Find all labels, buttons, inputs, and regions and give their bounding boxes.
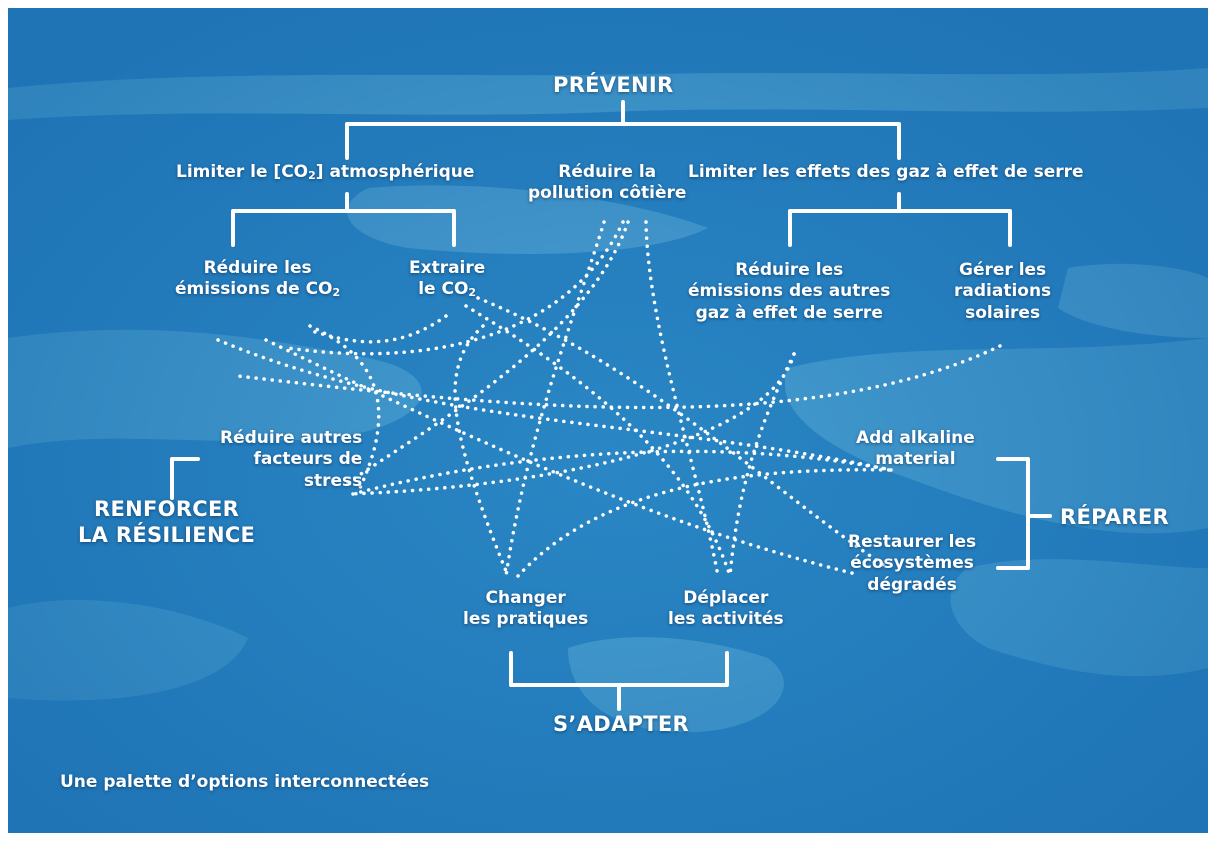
extraire-line: Extraire [409, 258, 486, 278]
gerer-radiations-line: solaires [965, 302, 1041, 323]
limiter-co2-subscript: 2 [308, 169, 316, 182]
reduire-stress-line: facteurs de [253, 449, 363, 470]
link-changer-to-alkaline [516, 468, 893, 578]
link-extraire-to-stress [306, 314, 448, 344]
link-extraire-to-restaurer [476, 296, 890, 570]
link-stress-to-alkaline [351, 449, 893, 496]
link-solaires-to-co2 [236, 344, 1002, 410]
link-extraire-to-changer [453, 324, 510, 578]
gerer-radiations-line: Gérer les [959, 260, 1047, 280]
sadapter-heading: S’ADAPTER [553, 712, 689, 736]
reduire-emissions-line: Réduire les [203, 258, 312, 278]
restaurer-line: écosystèmes [850, 553, 974, 574]
caption: Une palette d’options interconnectées [60, 772, 430, 792]
renforcer-bracket [170, 457, 200, 500]
reduire-autres-line: Réduire les [735, 260, 844, 280]
restaurer-line: Restaurer les [848, 532, 977, 552]
reduire-emissions-text: émissions de CO [175, 279, 333, 300]
limiter-gaz-label: Limiter les effets des gaz à effet de se… [688, 162, 1084, 182]
link-pollution-to-co2 [286, 220, 625, 356]
restaurer-line: dégradés [867, 574, 957, 595]
link-pollution-to-stress [341, 220, 630, 488]
alkaline-line: material [875, 449, 956, 470]
limiter-gaz-bracket [788, 192, 1012, 247]
deplacer-line: les activités [668, 609, 784, 630]
pollution-line: pollution côtière [528, 183, 687, 204]
reduire-emissions-line: émissions de CO2 [175, 279, 340, 300]
link-autres-to-deplacer [728, 352, 796, 578]
sea-vignette [8, 8, 1208, 833]
renforcer-line: LA RÉSILIENCE [78, 523, 256, 548]
extraire-subscript: 2 [468, 286, 477, 300]
alkaline-line: Add alkaline [856, 428, 975, 448]
link-co2-to-alkaline [216, 338, 893, 472]
reduire-autres-line: gaz à effet de serre [695, 302, 883, 323]
reduire-autres-line: émissions des autres [688, 281, 891, 302]
reparer-bracket [996, 457, 1052, 570]
limiter-co2-bracket [231, 192, 456, 247]
prevenir-bracket [345, 100, 901, 160]
pollution-line: Réduire la [558, 162, 657, 182]
changer-line: les pratiques [463, 609, 589, 630]
ocean-background [8, 8, 1208, 833]
connections-layer [170, 100, 1052, 711]
extraire-line: le CO2 [409, 279, 485, 300]
sadapter-bracket [509, 651, 729, 711]
limiter-co2-label: Limiter le [CO2] atmosphérique [176, 162, 474, 183]
changer-line: Changer [485, 588, 566, 608]
diagram-canvas: PRÉVENIR Limiter le [CO2] atmosphérique … [8, 8, 1208, 833]
renforcer-line: RENFORCER [94, 497, 240, 521]
reparer-heading: RÉPARER [1060, 505, 1170, 529]
reduire-stress-line: stress [303, 470, 363, 491]
link-pollution-to-changer [504, 220, 606, 578]
link-pollution-to-deplacer [644, 220, 720, 578]
reduire-stress-line: Réduire autres [220, 428, 363, 448]
link-autres-to-stress [346, 352, 796, 496]
limiter-co2-suffix: ] atmosphérique [315, 162, 475, 182]
extraire-text: le CO [418, 279, 469, 300]
link-extraire-to-deplacer [464, 304, 732, 578]
gerer-radiations-line: radiations [954, 281, 1052, 302]
limiter-co2-text: Limiter le [CO [176, 162, 309, 182]
reduire-emissions-subscript: 2 [332, 286, 341, 300]
deplacer-line: Déplacer [683, 588, 769, 608]
prevenir-heading: PRÉVENIR [553, 73, 674, 97]
link-co2-to-stress [308, 324, 381, 494]
